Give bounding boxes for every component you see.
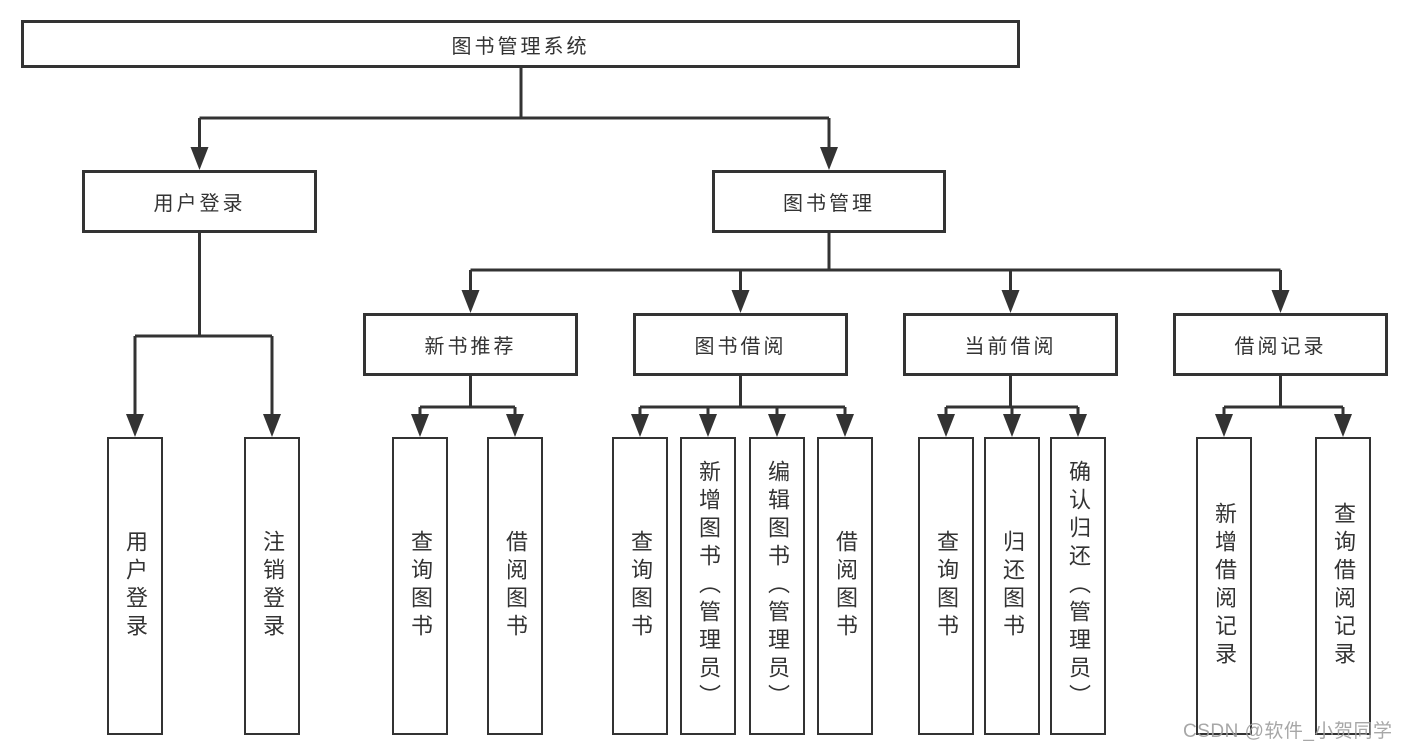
node-return-books: 归还图书 [984, 437, 1040, 735]
node-label: 新增借阅记录 [1212, 502, 1237, 670]
node-label: 查询图书 [628, 530, 653, 642]
node-label: 查询借阅记录 [1331, 502, 1356, 670]
node-label: 借阅图书 [503, 530, 528, 642]
node-label: 查询图书 [934, 530, 959, 642]
node-library-management-system: 图书管理系统 [21, 20, 1020, 68]
node-label: 确认归还（管理员） [1066, 460, 1091, 712]
node-label: 归还图书 [1000, 530, 1025, 642]
node-query-books-recommend: 查询图书 [392, 437, 448, 735]
node-user-login-leaf: 用户登录 [107, 437, 163, 735]
node-edit-book-admin: 编辑图书（管理员） [749, 437, 805, 735]
node-label: 注销登录 [260, 530, 285, 642]
node-query-borrow-record: 查询借阅记录 [1315, 437, 1371, 735]
node-current-borrowing: 当前借阅 [903, 313, 1118, 376]
node-add-borrow-record: 新增借阅记录 [1196, 437, 1252, 735]
node-add-book-admin: 新增图书（管理员） [680, 437, 736, 735]
node-label: 借阅图书 [833, 530, 858, 642]
node-confirm-return-admin: 确认归还（管理员） [1050, 437, 1106, 735]
node-label: 新增图书（管理员） [696, 460, 721, 712]
node-book-management: 图书管理 [712, 170, 946, 233]
node-label: 编辑图书（管理员） [765, 460, 790, 712]
node-label: 用户登录 [123, 530, 148, 642]
node-logout: 注销登录 [244, 437, 300, 735]
node-query-books-borrow: 查询图书 [612, 437, 668, 735]
node-new-book-recommend: 新书推荐 [363, 313, 578, 376]
node-label: 查询图书 [408, 530, 433, 642]
arrowhead-icons [126, 147, 1352, 437]
csdn-watermark: CSDN @软件_小贺同学 [1183, 721, 1393, 742]
node-borrow-books-borrow: 借阅图书 [817, 437, 873, 735]
node-book-borrowing: 图书借阅 [633, 313, 848, 376]
node-query-books-current: 查询图书 [918, 437, 974, 735]
node-borrow-books-recommend: 借阅图书 [487, 437, 543, 735]
node-borrowing-records: 借阅记录 [1173, 313, 1388, 376]
node-user-login-group: 用户登录 [82, 170, 317, 233]
